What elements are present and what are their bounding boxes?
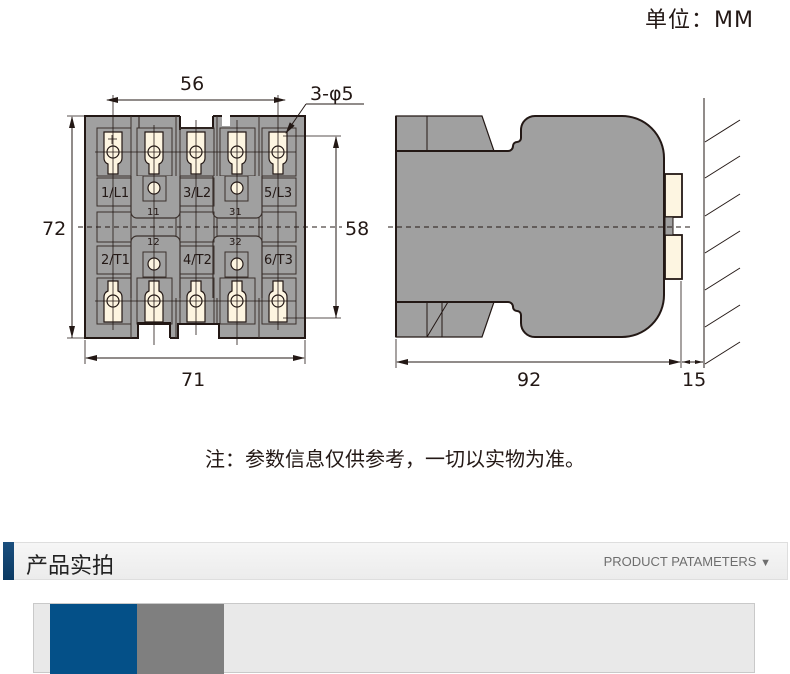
aux-label-31: 31 <box>229 207 242 218</box>
terminal-label-3-l2: 3/L2 <box>183 186 211 201</box>
product-photo-frame <box>33 603 755 674</box>
aux-label-12: 12 <box>147 237 160 248</box>
technical-drawing: 1/L1 3/L2 5/L3 2/T1 4/T2 6/T3 11 31 12 3… <box>42 73 741 391</box>
front-view: 1/L1 3/L2 5/L3 2/T1 4/T2 6/T3 11 31 12 3… <box>42 73 369 391</box>
photo-blue-block <box>50 604 137 674</box>
dim-height-72: 72 <box>42 218 66 240</box>
dim-height-58: 58 <box>345 218 369 240</box>
terminal-label-1-l1: 1/L1 <box>101 186 129 201</box>
side-view: 92 15 <box>388 98 741 391</box>
bottom-terminals <box>96 277 297 325</box>
terminal-label-4-t2: 4/T2 <box>183 253 212 268</box>
aux-label-32: 32 <box>229 237 242 248</box>
terminal-label-6-t3: 6/T3 <box>264 253 293 268</box>
dim-width-56: 56 <box>180 73 204 95</box>
dim-clearance-15: 15 <box>682 369 706 391</box>
section-accent-bar <box>3 542 14 580</box>
dim-depth-92: 92 <box>517 369 541 391</box>
section-subtitle-text: PRODUCT PATAMETERS <box>603 554 757 569</box>
aux-label-11: 11 <box>147 207 160 218</box>
section-subtitle: PRODUCT PATAMETERS ▼ <box>604 554 771 569</box>
side-body <box>395 115 665 338</box>
disclaimer-note: 注：参数信息仅供参考，一切以实物为准。 <box>205 447 585 471</box>
dim-hole-3-phi5: 3-φ5 <box>310 83 354 105</box>
section-header: 产品实拍 PRODUCT PATAMETERS ▼ <box>3 542 788 580</box>
photo-gray-block <box>137 604 224 674</box>
terminal-label-2-t1: 2/T1 <box>101 253 130 268</box>
section-title: 产品实拍 <box>26 554 115 579</box>
triangle-down-icon: ▼ <box>760 557 771 569</box>
dim-width-71: 71 <box>181 369 205 391</box>
unit-label: 单位：MM <box>645 8 754 33</box>
